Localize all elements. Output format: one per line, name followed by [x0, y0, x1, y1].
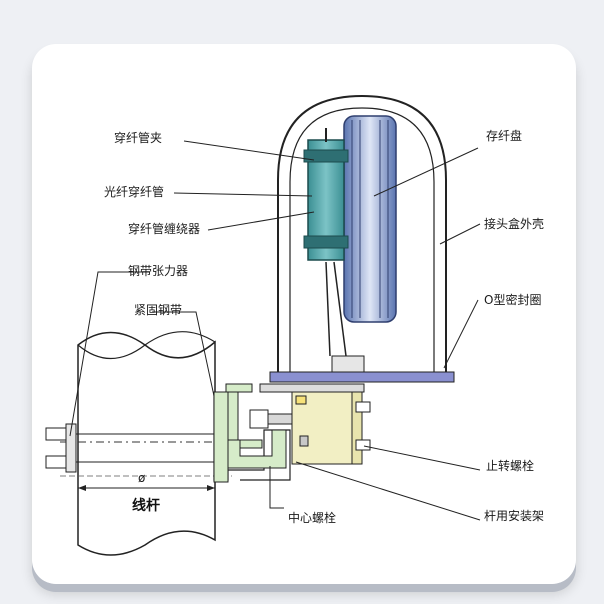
- mount-bracket: [213, 383, 291, 483]
- label-fastening-steel-band: 紧固钢带: [134, 303, 182, 317]
- label-pole-mount-bracket: 杆用安装架: [484, 508, 544, 523]
- fiber-tray: [343, 115, 397, 323]
- label-steel-band-tensioner: 钢带张力器: [128, 264, 188, 278]
- leader-lines: [69, 140, 481, 521]
- center-bolt: [249, 409, 299, 429]
- label-tube-winder: 穿纤管缠绕器: [128, 221, 200, 236]
- label-anti-rotation-bolt: 止转螺栓: [486, 458, 534, 473]
- band-bolts-left: [45, 423, 232, 473]
- label-pole: 线杆: [132, 497, 160, 514]
- label-center-bolt: 中心螺栓: [288, 510, 336, 525]
- label-optical-fiber-tube: 光纤穿纤管: [104, 184, 164, 199]
- label-fiber-tube-clamp: 穿纤管夹: [114, 130, 162, 145]
- label-o-ring-seal: O型密封圈: [484, 292, 541, 307]
- anti-rotation-block: [259, 383, 371, 465]
- label-diameter: ø: [138, 471, 145, 485]
- pole: [60, 331, 232, 556]
- label-fiber-tray: 存纤盘: [486, 128, 522, 143]
- label-splice-box-shell: 接头盒外壳: [484, 216, 544, 231]
